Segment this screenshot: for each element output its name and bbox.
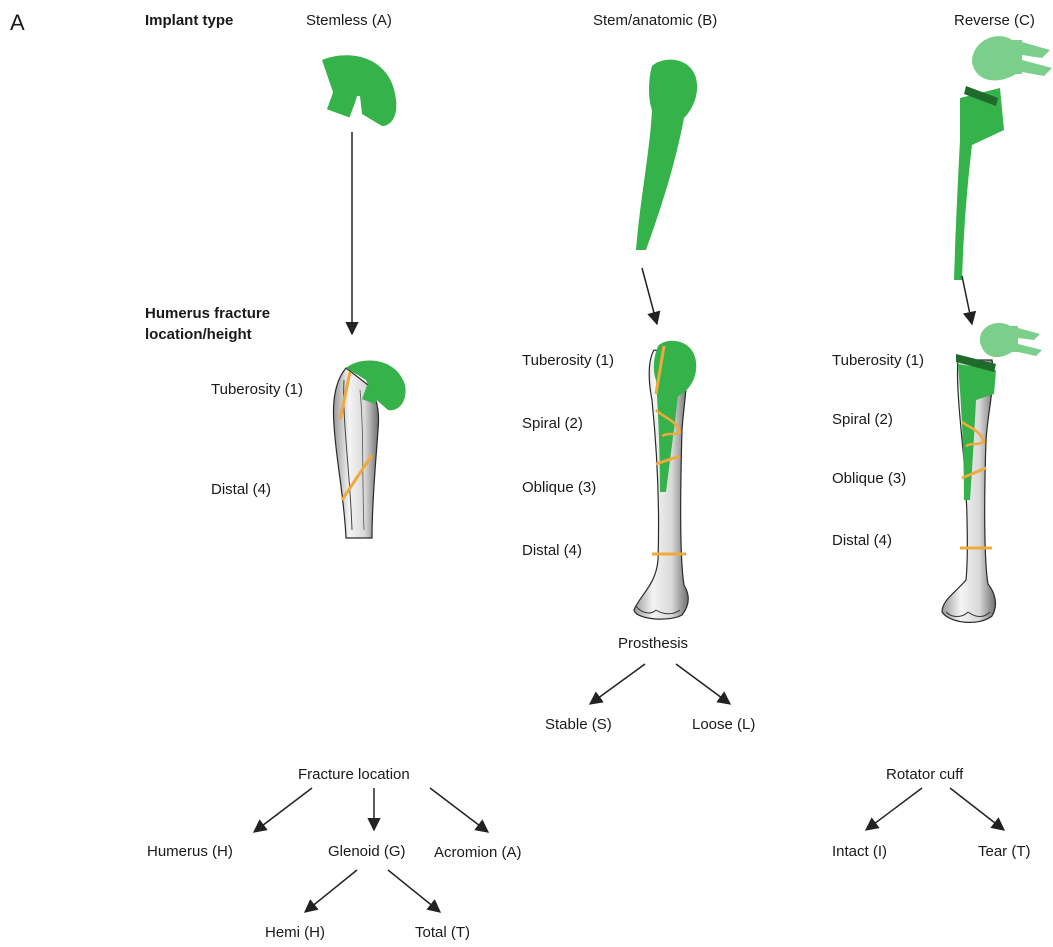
reverse-implant xyxy=(954,36,1052,280)
stem-humerus-bone xyxy=(634,341,696,619)
implant-type-heading: Implant type xyxy=(145,12,233,30)
fracture-acromion-label: Acromion (A) xyxy=(434,844,522,862)
reverse-tuberosity-label: Tuberosity (1) xyxy=(832,352,924,370)
stem-tuberosity-label: Tuberosity (1) xyxy=(522,352,614,370)
stemless-implant xyxy=(322,55,396,126)
reverse-spiral-label: Spiral (2) xyxy=(832,411,893,429)
humerus-fracture-heading-line1: Humerus fracture xyxy=(145,305,270,323)
arrow-prosthesis-to-stable xyxy=(590,664,645,704)
implant-reverse-label: Reverse (C) xyxy=(954,12,1035,30)
implant-stem-anatomic-label: Stem/anatomic (B) xyxy=(593,12,717,30)
rotator-cuff-tear-label: Tear (T) xyxy=(978,843,1031,861)
stem-spiral-label: Spiral (2) xyxy=(522,415,583,433)
reverse-humerus-bone xyxy=(942,323,1042,623)
arrow-prosthesis-to-loose xyxy=(676,664,730,704)
humerus-fracture-heading-line2: location/height xyxy=(145,326,252,344)
reverse-oblique-label: Oblique (3) xyxy=(832,470,906,488)
arrow-cuff-to-intact xyxy=(866,788,922,830)
prosthesis-loose-label: Loose (L) xyxy=(692,716,755,734)
implant-stemless-label: Stemless (A) xyxy=(306,12,392,30)
arrow-stem-to-bone xyxy=(642,268,657,324)
fracture-humerus-label: Humerus (H) xyxy=(147,843,233,861)
fracture-total-label: Total (T) xyxy=(415,924,470,942)
stemless-distal-label: Distal (4) xyxy=(211,481,271,499)
arrow-fracture-to-humerus xyxy=(254,788,312,832)
fracture-glenoid-label: Glenoid (G) xyxy=(328,843,406,861)
panel-letter: A xyxy=(10,10,25,36)
stem-distal-label: Distal (4) xyxy=(522,542,582,560)
reverse-distal-label: Distal (4) xyxy=(832,532,892,550)
arrow-glenoid-to-total xyxy=(388,870,440,912)
prosthesis-label: Prosthesis xyxy=(618,635,688,653)
fracture-hemi-label: Hemi (H) xyxy=(265,924,325,942)
arrow-cuff-to-tear xyxy=(950,788,1004,830)
arrow-glenoid-to-hemi xyxy=(305,870,357,912)
glenosphere-c xyxy=(972,36,1052,80)
arrow-reverse-to-bone xyxy=(962,276,972,324)
glenosphere-c-lower xyxy=(980,323,1042,357)
stem-anatomic-implant xyxy=(636,60,697,250)
fracture-location-label: Fracture location xyxy=(298,766,410,784)
prosthesis-stable-label: Stable (S) xyxy=(545,716,612,734)
stemless-humerus-bone xyxy=(334,360,406,538)
rotator-cuff-intact-label: Intact (I) xyxy=(832,843,887,861)
arrow-fracture-to-acromion xyxy=(430,788,488,832)
stemless-tuberosity-label: Tuberosity (1) xyxy=(211,381,303,399)
stem-oblique-label: Oblique (3) xyxy=(522,479,596,497)
rotator-cuff-label: Rotator cuff xyxy=(886,766,963,784)
